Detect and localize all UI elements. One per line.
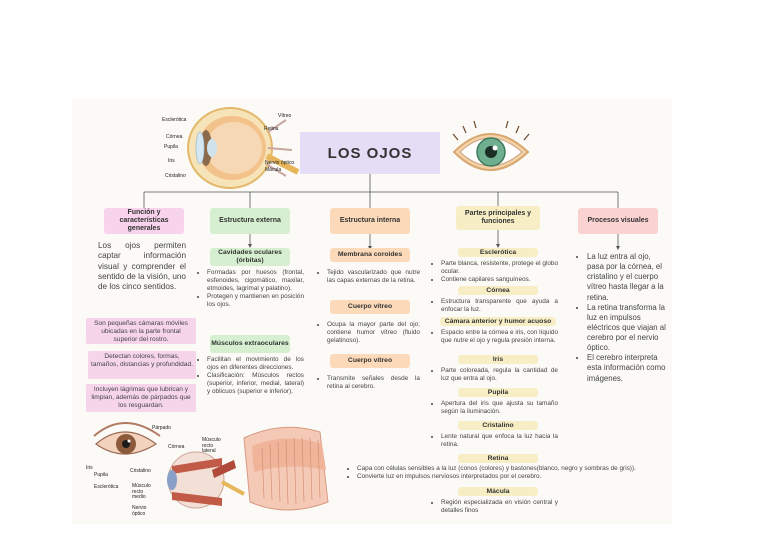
pupila-list: Apertura del iris que ajusta su tamaño s… [434, 400, 558, 416]
sub-membrana-coroides: Membrana coroides [330, 248, 410, 262]
cristalino-item: Lente natural que enfoca la luz hacia la… [441, 433, 558, 449]
camara-item: Espacio entre la córnea e iris, con líqu… [441, 329, 558, 345]
cavidades-item: Formadas por huesos (frontal, esfenoides… [207, 269, 304, 293]
header-partes-principales: Partes principales y funciones [456, 206, 540, 230]
cavidades-item: Protegen y mantienen en posición los ojo… [207, 293, 304, 309]
cornea-list: Estructura transparente que ayuda a enfo… [434, 298, 558, 314]
label-iris-ext: Iris [86, 465, 93, 471]
nervio-list: Transmite señales desde la retina al cer… [320, 375, 420, 391]
funcion-text: Los ojos permiten captar información vis… [98, 241, 186, 291]
label-nervio-optico-ext: Nervio óptico [132, 505, 147, 517]
iris-item: Parte coloreada, regula la cantidad de l… [441, 367, 558, 383]
vitreo-item: Ocupa la mayor parte del ojo; contiene h… [327, 321, 420, 345]
retina-item: Capa con células sensibles a la luz (con… [357, 465, 670, 473]
header-procesos-visuales: Procesos visuales [578, 208, 658, 234]
coroides-item: Tejido vascularizado que nutre las capas… [327, 269, 420, 285]
sub-retina: Retina [458, 454, 538, 463]
label-esclerotica: Esclerótica [162, 117, 187, 123]
retina-tissue-illustration [243, 426, 329, 511]
pupila-item: Apertura del iris que ajusta su tamaño s… [441, 400, 558, 416]
header-estructura-interna: Estructura interna [330, 208, 410, 234]
macula-list: Región especializada en visión central y… [434, 499, 558, 515]
label-iris: Iris [168, 158, 175, 164]
camara-list: Espacio entre la córnea e iris, con líqu… [434, 329, 558, 345]
label-cristalino: Cristalino [165, 173, 186, 179]
label-cornea-ext: Córnea [168, 444, 185, 450]
sub-cavidades: Cavidades oculares (órbitas) [210, 248, 290, 266]
sub-esclerotica: Esclerótica [458, 248, 538, 257]
page-title: LOS OJOS [300, 132, 440, 174]
label-parpado: Párpado [152, 425, 171, 431]
retina-list: Capa con células sensibles a la luz (con… [350, 465, 670, 481]
vitreo-list: Ocupa la mayor parte del ojo; contiene h… [320, 321, 420, 345]
external-eye-illustration [93, 422, 245, 509]
box-detectan: Detectan colores, formas, tamaños, dista… [88, 351, 196, 379]
macula-item: Región especializada en visión central y… [441, 499, 558, 515]
procesos-item: La retina transforma la luz en impulsos … [587, 303, 668, 354]
header-estructura-externa: Estructura externa [210, 208, 290, 234]
esclerotica-list: Parte blanca, resistente, protege el glo… [434, 260, 558, 284]
musculos-item: Facilitan el movimiento de los ojos en d… [207, 356, 304, 372]
header-funcion: Función y características generales [104, 208, 184, 234]
procesos-item: El cerebro interpreta esta información c… [587, 353, 668, 383]
iris-list: Parte coloreada, regula la cantidad de l… [434, 367, 558, 383]
sub-cuerpo-vitreo-2: Cuerpo vítreo [330, 354, 410, 368]
concept-map-sheet: Esclerótica Córnea Pupila Iris Cristalin… [72, 98, 672, 524]
label-nervio-optico: Nervio óptico [265, 160, 295, 166]
label-esclerotica-ext: Esclerótica [94, 484, 119, 490]
retina-item: Convierte luz en impulsos nerviosos inte… [357, 473, 670, 481]
sub-iris: Iris [458, 355, 538, 364]
label-vitreo: Vítreo [278, 113, 292, 119]
label-cristalino-ext: Cristalino [130, 468, 151, 474]
sub-cornea: Córnea [458, 286, 538, 295]
sub-macula: Mácula [458, 487, 538, 496]
box-camaras: Son pequeñas cámaras móviles ubicadas en… [86, 318, 196, 344]
cartoon-eye-icon [452, 120, 530, 171]
sub-cristalino: Cristalino [458, 421, 538, 430]
cristalino-list: Lente natural que enfoca la luz hacia la… [434, 433, 558, 449]
musculos-item: Clasificación: Músculos rectos (superior… [207, 372, 304, 396]
label-cornea: Córnea [166, 134, 183, 140]
sub-camara-anterior: Cámara anterior y humor acuoso [440, 317, 556, 326]
procesos-list: La luz entra al ojo, pasa por la córnea,… [578, 252, 668, 384]
eye-cross-section-illustration [187, 107, 300, 189]
box-lagrimas: Incluyen lágrimas que lubrican y limpian… [86, 384, 196, 412]
label-pupila: Pupila [164, 144, 178, 150]
label-pupila-ext: Pupila [94, 472, 108, 478]
cavidades-list: Formadas por huesos (frontal, esfenoides… [200, 269, 304, 309]
label-musculo-recto-medio: Músculo recto medio [132, 483, 151, 500]
sub-cuerpo-vitreo-1: Cuerpo vítreo [330, 300, 410, 314]
label-retina: Retina [264, 126, 279, 132]
cornea-item: Estructura transparente que ayuda a enfo… [441, 298, 558, 314]
musculos-list: Facilitan el movimiento de los ojos en d… [200, 356, 304, 396]
coroides-list: Tejido vascularizado que nutre las capas… [320, 269, 420, 285]
sub-musculos: Músculos extraoculares [210, 335, 290, 353]
label-musculo-recto-lateral: Músculo recto lateral [202, 437, 221, 454]
sub-pupila: Pupila [458, 388, 538, 397]
nervio-item: Transmite señales desde la retina al cer… [327, 375, 420, 391]
procesos-item: La luz entra al ojo, pasa por la córnea,… [587, 252, 668, 303]
esclerotica-item: Contiene capilares sanguíneos. [441, 276, 558, 284]
label-macula: Mácula [265, 167, 282, 173]
esclerotica-item: Parte blanca, resistente, protege el glo… [441, 260, 558, 276]
connector-lines [143, 174, 620, 250]
